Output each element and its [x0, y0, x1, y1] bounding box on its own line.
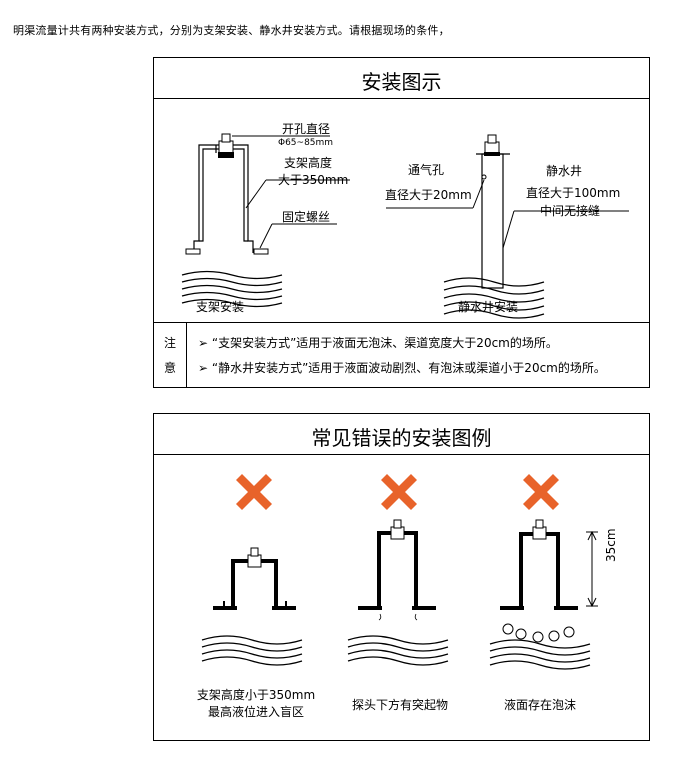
dimension-35cm-label: 35cm [604, 528, 618, 562]
note-section: 注 意 ➢ “支架安装方式”适用于液面无泡沫、渠道宽度大于20cm的场所。 ➢ … [154, 323, 649, 387]
error-caption-1: 支架高度小于350mm 最高液位进入盲区 [186, 687, 326, 721]
note-char-1: 注 [163, 336, 176, 350]
note-char-2: 意 [163, 361, 176, 375]
errors-panel-title: 常见错误的安装图例 [311, 426, 492, 450]
error-x-icon-3 [523, 474, 559, 510]
error-caption-2: 探头下方有突起物 [351, 698, 448, 712]
note-divider [154, 322, 649, 323]
label-no-seam: 中间无接缝 [540, 204, 601, 218]
errors-drawing [201, 474, 598, 670]
error-caption-1-line-1: 支架高度小于350mm [196, 688, 316, 702]
bracket-install-caption: 支架安装 [196, 300, 245, 314]
note-line-well: ➢ “静水井安装方式”适用于液面波动剧烈、有泡沫或渠道小于20cm的场所。 [198, 361, 606, 375]
bracket-install-drawing [181, 133, 629, 319]
note-line-bracket: ➢ “支架安装方式”适用于液面无泡沫、渠道宽度大于20cm的场所。 [198, 336, 558, 350]
label-vent-diameter: 直径大于20mm [385, 188, 472, 202]
error-caption-1-line-2: 最高液位进入盲区 [207, 705, 304, 719]
foam-bracket-icon [489, 519, 598, 670]
error-x-icon-1 [236, 474, 272, 510]
note-side-label: 注 意 [154, 323, 187, 387]
label-vent-hole: 通气孔 [408, 163, 445, 177]
error-x-icon-2 [381, 474, 417, 510]
label-stilling-well: 静水井 [546, 164, 583, 178]
short-bracket-icon [201, 547, 303, 666]
intro-text: 明渠流量计共有两种安装方式，分别为支架安装、静水井安装方式。请根据现场的条件， [13, 24, 450, 37]
install-diagram-panel: 安装图示 [153, 57, 650, 388]
label-bracket-height-value: 大于350mm [278, 173, 349, 187]
title-divider [154, 98, 649, 99]
label-well-diameter: 直径大于100mm [526, 186, 621, 200]
common-errors-panel: 常见错误的安装图例 [153, 413, 650, 741]
error-caption-3: 液面存在泡沫 [503, 698, 576, 712]
obstructed-bracket-icon [347, 519, 449, 666]
label-bracket-height: 支架高度 [284, 156, 333, 170]
errors-title-divider [154, 454, 649, 455]
label-hole-diameter: 开孔直径 [282, 122, 331, 136]
well-install-caption: 静水井安装 [458, 300, 519, 314]
install-panel-title: 安装图示 [361, 70, 442, 94]
label-hole-size: Φ65~85mm [278, 138, 334, 148]
label-fixing-screw: 固定螺丝 [282, 210, 331, 224]
